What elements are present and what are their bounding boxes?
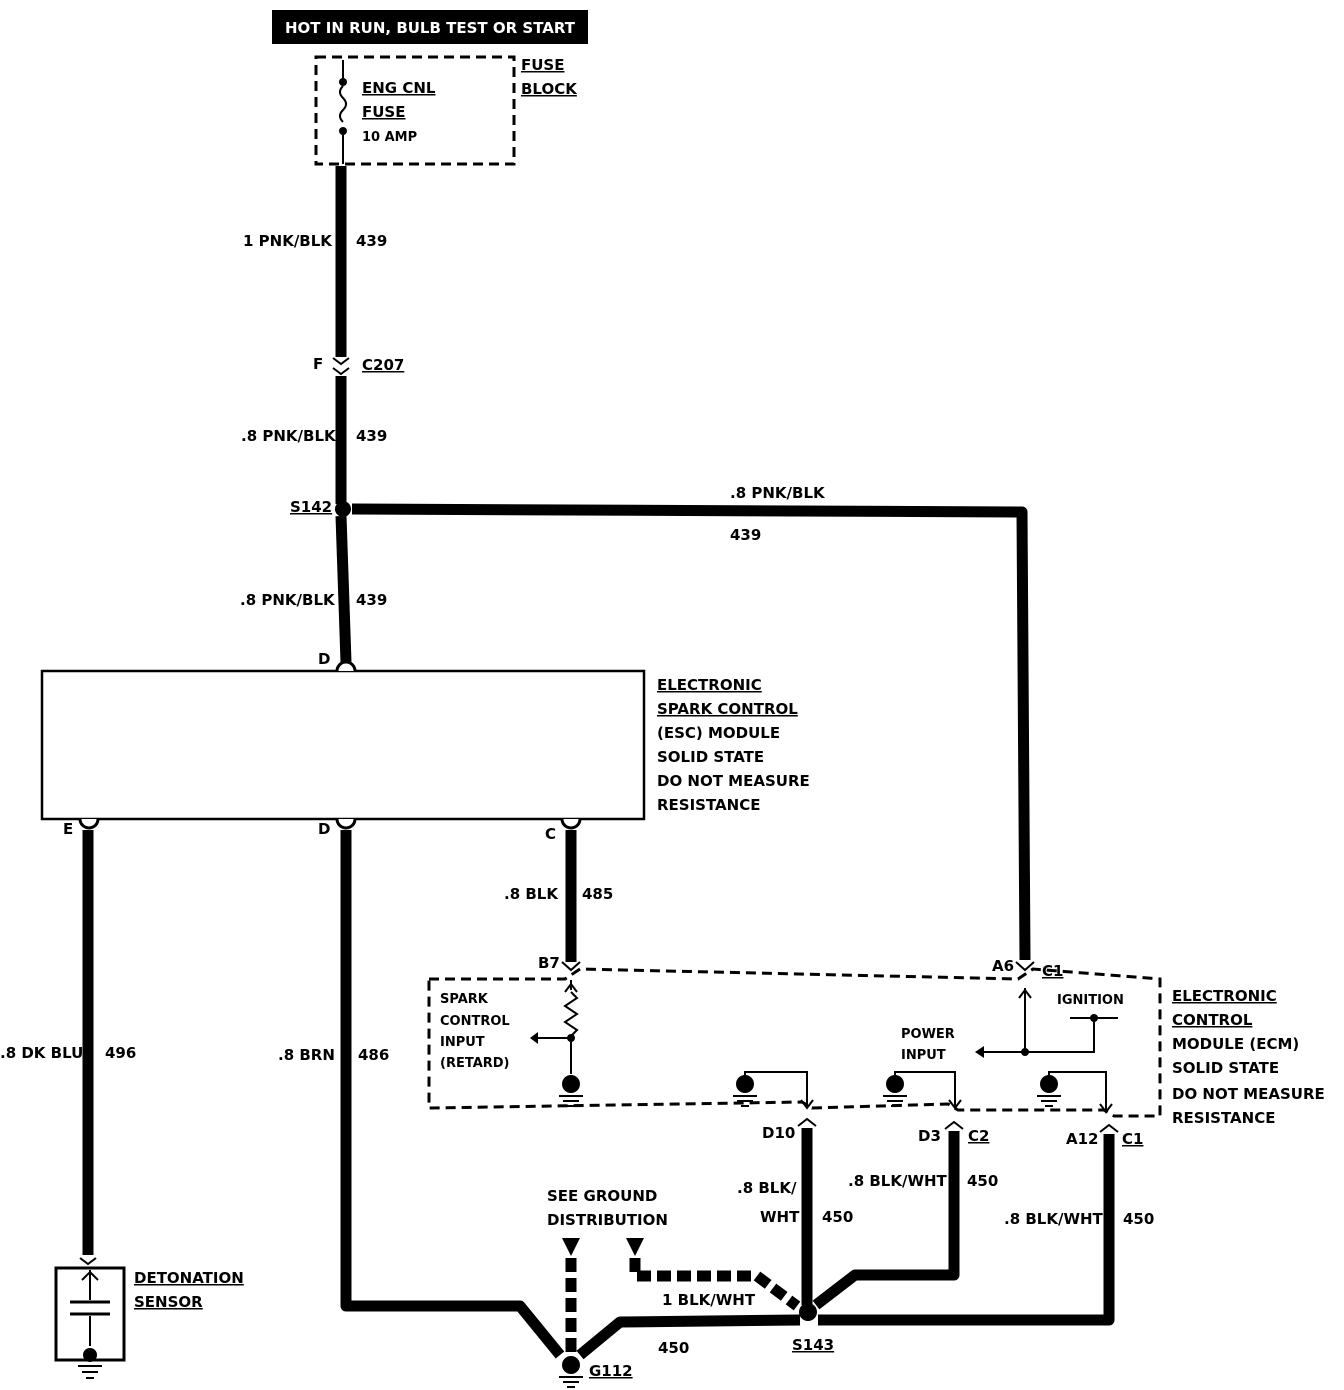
splice-s142-icon [335,501,351,517]
w9-gauge: .8 BLK/WHT [848,1172,948,1190]
spark-resistor-icon [563,991,579,1037]
w3-gauge: .8 PNK/BLK [730,484,826,502]
ground-icon [1040,1075,1058,1093]
w3-circuit: 439 [730,526,761,544]
esc-pin-d: D [318,820,330,838]
sensor-title-2: SENSOR [134,1293,203,1311]
w7-circuit: 485 [582,885,613,903]
fuse-name-2: FUSE [362,103,405,121]
esc-title-2: SPARK CONTROL [657,700,798,718]
ecm-pin-b7: B7 [538,954,560,972]
fuse-block-title-2: BLOCK [521,80,578,98]
ecm-conn-c1-bottom: C1 [1122,1130,1143,1148]
fuse-name-1: ENG CNL [362,79,436,97]
w8-gauge-2: WHT [760,1208,800,1226]
ground-ref-arrow-icon [626,1238,644,1256]
w1-gauge: 1 PNK/BLK [243,232,333,250]
g112-label: G112 [589,1362,633,1380]
esc-title-5: DO NOT MEASURE [657,772,810,790]
w2-circuit: 439 [356,427,387,445]
ecm-ground-a12 [1037,1071,1113,1114]
c207-label: C207 [362,356,404,374]
fuse-block: ENG CNL FUSE 10 AMP FUSE BLOCK [314,55,578,166]
ground-ref-2: DISTRIBUTION [547,1211,668,1229]
ecm-title-6: RESISTANCE [1172,1109,1275,1127]
circuit-486: .8 BRN 486 [278,830,565,1359]
w4-circuit: 439 [356,591,387,609]
w1-circuit: 439 [356,232,387,250]
power-input-2: INPUT [901,1048,946,1063]
w7-gauge: .8 BLK [504,885,559,903]
ecm-ground-d10 [733,1071,814,1110]
ground-ref-1: SEE GROUND [547,1187,657,1205]
ground-icon [736,1075,754,1093]
spark-label-1: SPARK [440,992,489,1007]
circuit-485: .8 BLK 485 [504,830,613,962]
w5-circuit: 496 [105,1044,136,1062]
sensor-ground-icon [83,1348,97,1362]
w4-gauge: .8 PNK/BLK [240,591,336,609]
esc-pin-c: C [545,825,556,843]
w2-gauge: .8 PNK/BLK [241,427,337,445]
fuse-block-title-1: FUSE [521,56,564,74]
power-source-text: HOT IN RUN, BULB TEST OR START [285,19,576,37]
w8-circuit: 450 [822,1208,853,1226]
esc-title-3: (ESC) MODULE [657,724,780,742]
w10-gauge: .8 BLK/WHT [1004,1210,1104,1228]
ecm-title-5: DO NOT MEASURE [1172,1085,1325,1103]
w11-gauge: 1 BLK/WHT [662,1291,756,1309]
fuse-rating: 10 AMP [362,130,417,145]
w10-circuit: 450 [1123,1210,1154,1228]
w6-circuit: 486 [358,1046,389,1064]
circuit-450: .8 BLK/ WHT 450 .8 BLK/WHT 450 .8 BLK/WH… [576,1117,1154,1360]
spark-label-4: (RETARD) [440,1056,510,1071]
ecm-title-1: ELECTRONIC [1172,987,1277,1005]
ecm-conn-c1-top: C1 [1042,962,1063,980]
ignition-label: IGNITION [1057,993,1124,1008]
ecm-title-4: SOLID STATE [1172,1059,1279,1077]
fuse-icon [339,85,347,123]
ecm-title-3: MODULE (ECM) [1172,1035,1299,1053]
circuit-496: .8 DK BLU 496 [0,830,136,1255]
spark-label-2: CONTROL [440,1014,510,1029]
s142-label: S142 [290,498,332,516]
spark-label-3: INPUT [440,1035,485,1050]
esc-title-6: RESISTANCE [657,796,760,814]
esc-pin-top: D [318,650,330,668]
spark-ground-icon [562,1075,580,1093]
ecm-conn-c2: C2 [968,1127,989,1145]
c207-pin: F [313,355,323,373]
esc-pin-e: E [63,820,73,838]
ecm-pin-d10: D10 [762,1124,795,1142]
ground-g112-icon [562,1356,580,1374]
circuit-439: 1 PNK/BLK 439 F C207 .8 PNK/BLK 439 S142… [240,166,1031,961]
w12-circuit: 450 [658,1339,689,1357]
detonation-sensor: DETONATION SENSOR [54,1257,244,1379]
w9-circuit: 450 [967,1172,998,1190]
esc-title-4: SOLID STATE [657,748,764,766]
esc-title-1: ELECTRONIC [657,676,762,694]
esc-pin-d-top-icon [335,660,357,672]
ground-ref-arrow-icon [562,1238,580,1256]
ecm-ground-d3 [883,1071,962,1110]
sensor-title-1: DETONATION [134,1269,244,1287]
ecm-module: B7 A6 C1 SPARK CONTROL INPUT (RETARD) IG… [427,954,1325,1148]
ecm-title-2: CONTROL [1172,1011,1253,1029]
power-input-1: POWER [901,1027,955,1042]
ecm-pin-d3: D3 [918,1127,941,1145]
power-source-label: HOT IN RUN, BULB TEST OR START [272,10,588,44]
ground-icon [886,1075,904,1093]
ground-g112: SEE GROUND DISTRIBUTION G112 [547,1187,668,1388]
w5-gauge: .8 DK BLU [0,1044,83,1062]
ecm-pin-a6: A6 [992,957,1014,975]
w6-gauge: .8 BRN [278,1046,335,1064]
s143-label: S143 [792,1336,834,1354]
esc-module: D E D C ELECTRONIC SPARK CONTROL (ESC) M… [40,650,810,843]
ecm-pin-a12: A12 [1066,1130,1098,1148]
splice-s143-icon [799,1303,817,1321]
connector-c207-icon [332,357,350,376]
w8-gauge-1: .8 BLK/ [737,1179,797,1197]
